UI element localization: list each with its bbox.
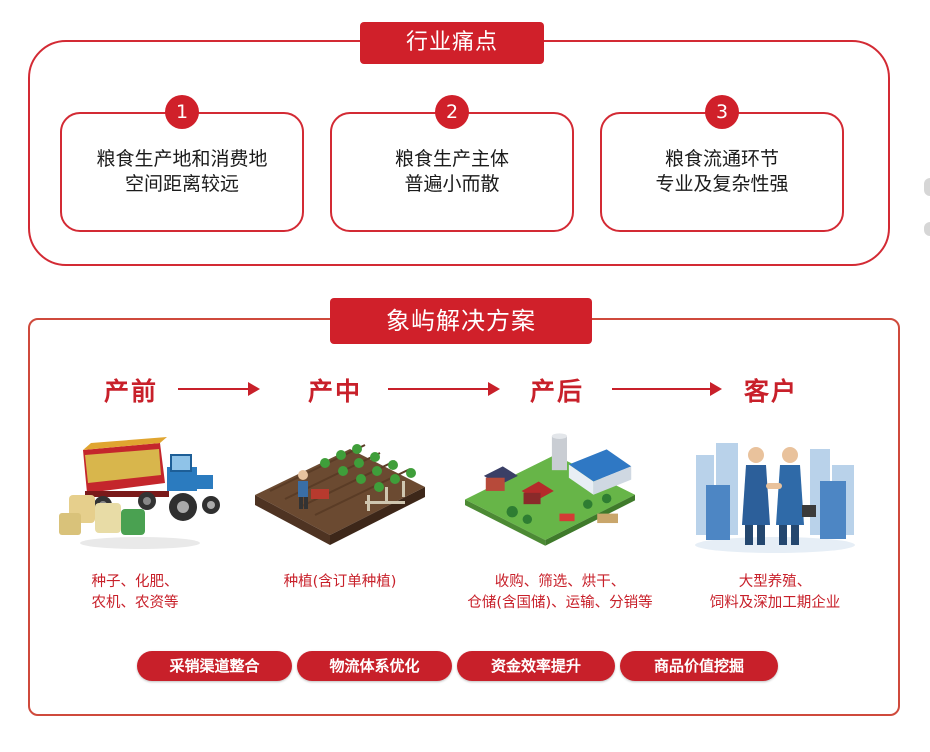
capability-pill-3: 资金效率提升: [457, 651, 615, 681]
businessmen-handshake-illustration: [695, 443, 855, 553]
arrow-right-icon: [388, 382, 500, 396]
pain-point-card-1: 粮食生产地和消费地 空间距离较远: [60, 112, 304, 232]
pain-point-card-3: 粮食流通环节 专业及复杂性强: [600, 112, 844, 232]
pain-point-1-line1: 粮食生产地和消费地: [96, 148, 268, 170]
stage-desc-mid-line1: 种植(含订单种植): [283, 574, 397, 590]
stage-desc-customer-line1: 大型养殖、: [738, 574, 812, 590]
stage-desc-customer-line2: 饲料及深加工期企业: [709, 595, 841, 611]
pain-point-3-line1: 粮食流通环节: [664, 148, 779, 170]
pain-point-2-line1: 粮食生产主体: [394, 148, 509, 170]
stage-desc-customer: 大型养殖、 饲料及深加工期企业: [685, 572, 865, 614]
side-decoration: [924, 178, 930, 196]
pain-point-2-line2: 普遍小而散: [404, 173, 500, 195]
capability-pill-1: 采销渠道整合: [137, 651, 292, 681]
stage-desc-pre: 种子、化肥、 农机、农资等: [60, 572, 210, 614]
side-decoration: [924, 222, 930, 236]
stage-desc-pre-line1: 种子、化肥、: [91, 574, 179, 590]
capability-pill-4: 商品价值挖掘: [620, 651, 778, 681]
pain-point-number-3: 3: [705, 95, 739, 129]
grain-warehouse-farm-illustration: [465, 433, 635, 546]
arrow-right-icon: [178, 382, 260, 396]
stage-desc-pre-line2: 农机、农资等: [91, 595, 179, 611]
pain-point-number-2: 2: [435, 95, 469, 129]
solution-title: 象屿解决方案: [330, 298, 592, 344]
stage-label-post: 产后: [530, 377, 585, 406]
stage-desc-mid: 种植(含订单种植): [255, 572, 425, 593]
arrow-right-icon: [612, 382, 722, 396]
stage-label-pre: 产前: [104, 377, 159, 406]
stage-desc-post-line1: 收购、筛选、烘干、: [494, 574, 626, 590]
capability-pill-2: 物流体系优化: [297, 651, 452, 681]
farmer-planting-field-illustration: [255, 444, 425, 545]
pain-point-card-2: 粮食生产主体 普遍小而散: [330, 112, 574, 232]
pain-point-1-line2: 空间距离较远: [124, 173, 239, 195]
tractor-grain-trailer-illustration: [59, 437, 220, 549]
stage-label-mid: 产中: [308, 377, 363, 406]
stage-label-customer: 客户: [744, 377, 799, 406]
pain-points-title: 行业痛点: [360, 22, 544, 64]
pain-point-3-line2: 专业及复杂性强: [655, 173, 789, 195]
pain-point-number-1: 1: [165, 95, 199, 129]
stage-desc-post: 收购、筛选、烘干、 仓储(含国储)、运输、分销等: [460, 572, 660, 614]
stage-desc-post-line2: 仓储(含国储)、运输、分销等: [467, 595, 653, 611]
